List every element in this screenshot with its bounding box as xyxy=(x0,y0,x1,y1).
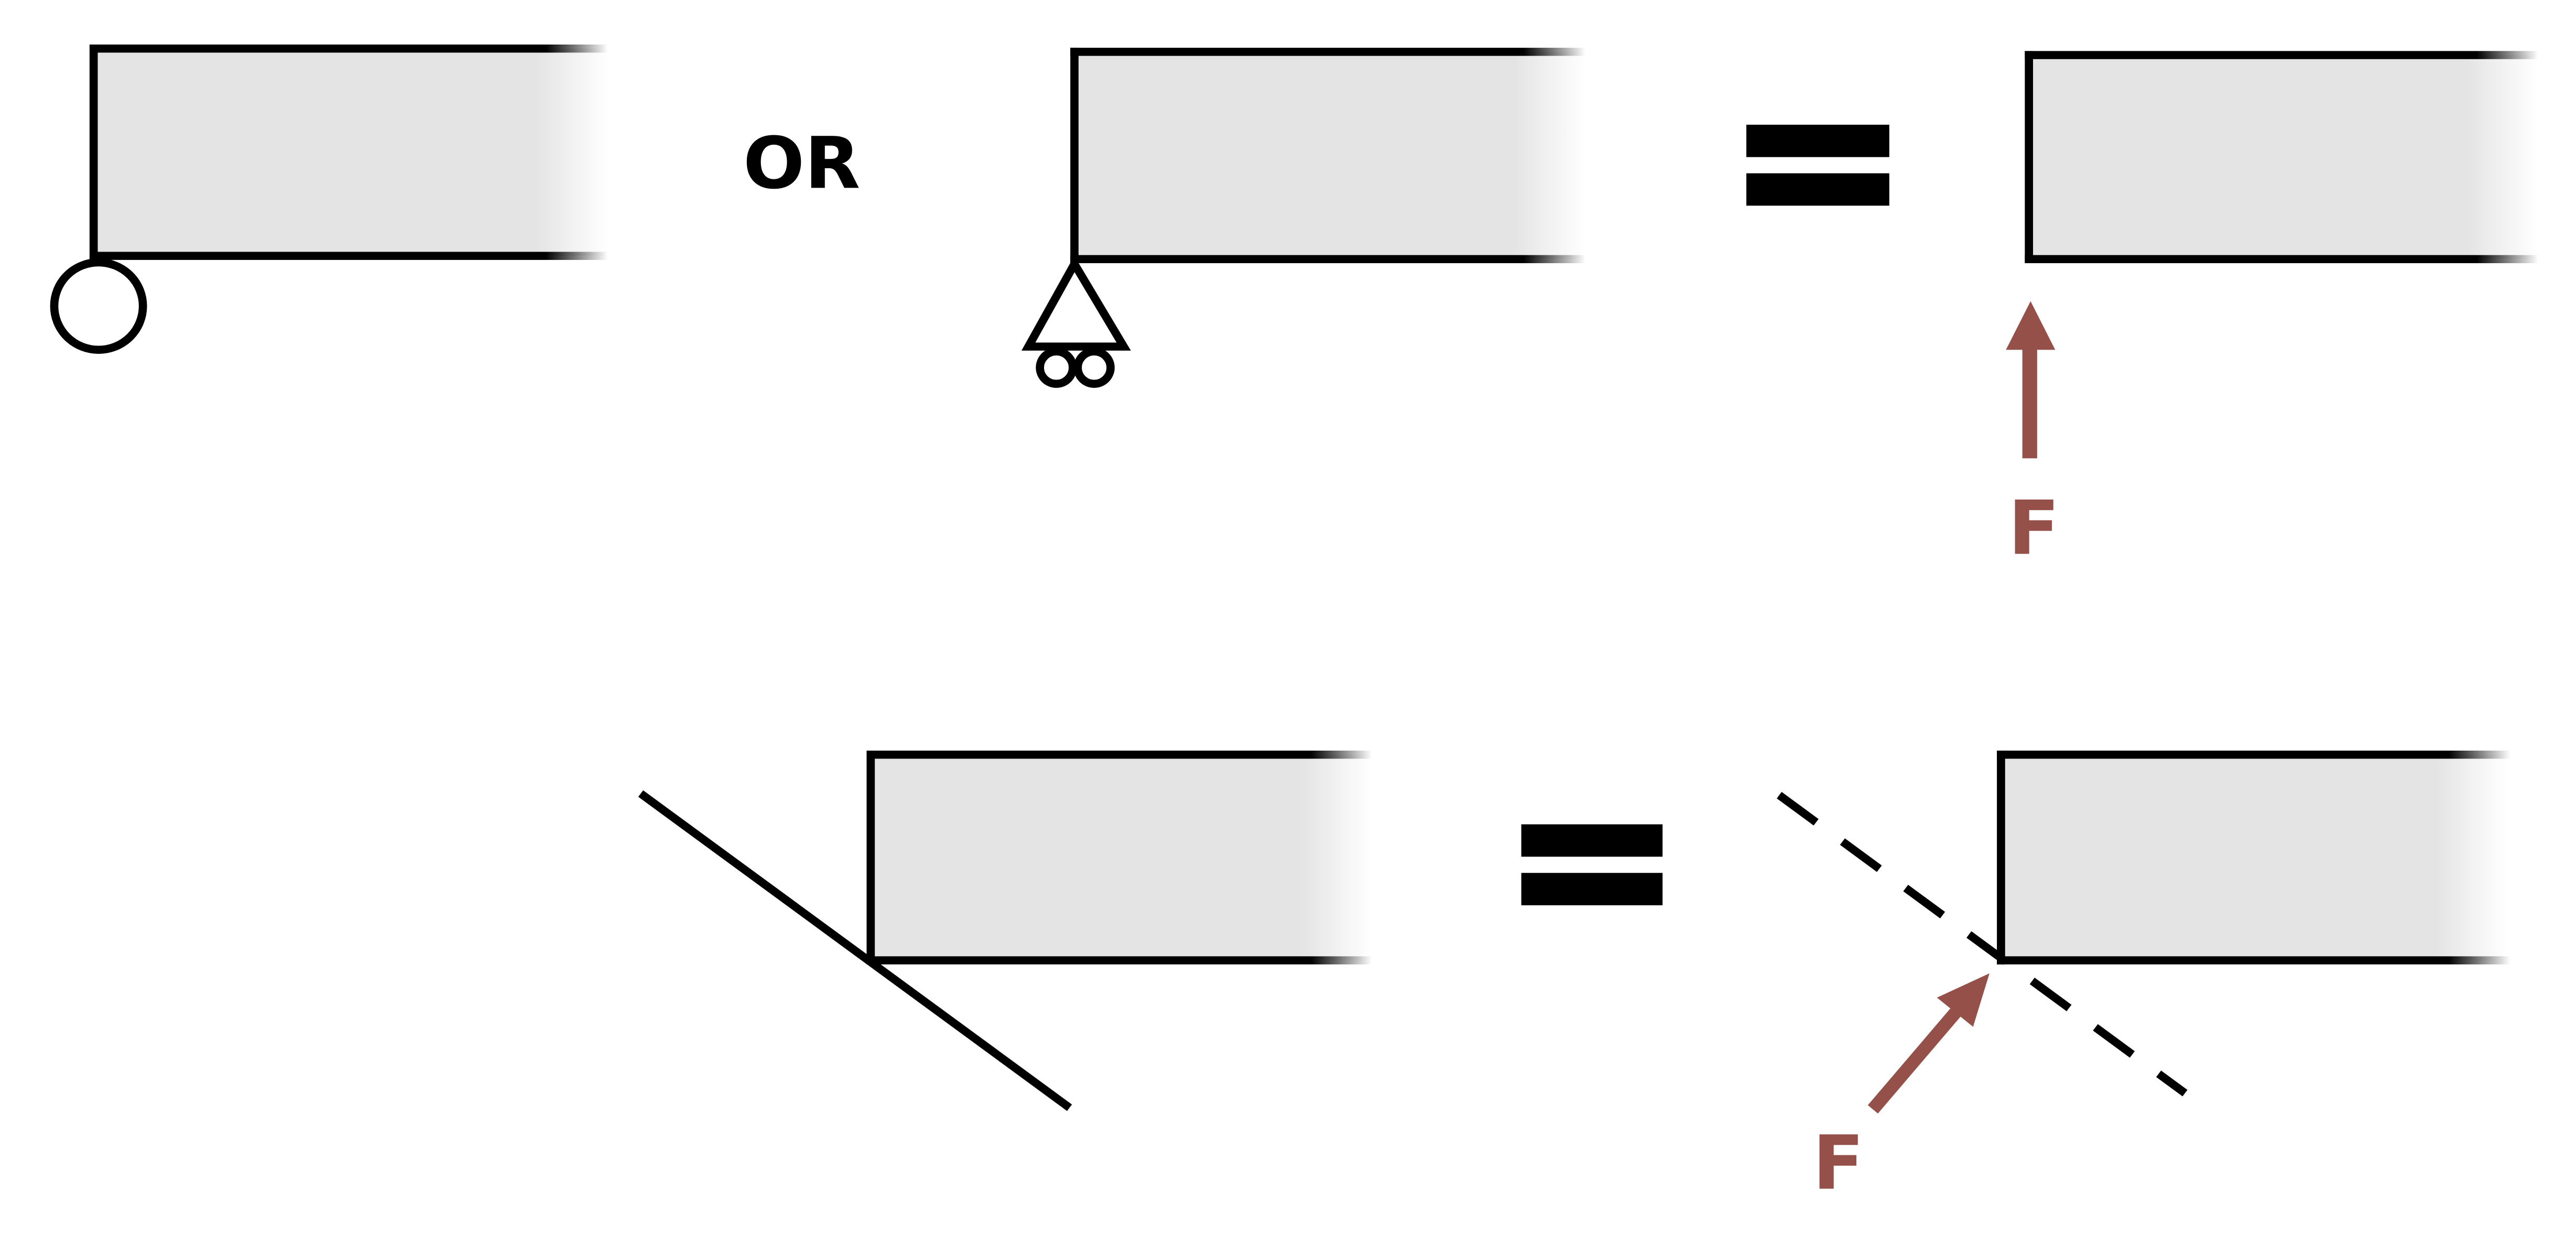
beam-body xyxy=(2029,55,2538,259)
force-arrow-shaft xyxy=(2022,346,2037,459)
equals-sign-top xyxy=(1746,124,1889,206)
beam-top-edge xyxy=(2025,51,2538,59)
triangle-support-icon xyxy=(1021,255,1131,351)
beam-body xyxy=(2001,754,2507,961)
beam-with-inclined-force xyxy=(1997,751,2510,964)
beam-bottom-edge xyxy=(1070,255,1585,264)
equals-bar-upper xyxy=(1746,124,1889,157)
roller-wheel-right-icon xyxy=(1073,347,1115,388)
inclined-surface xyxy=(638,790,1072,1111)
force-arrowhead-icon xyxy=(2006,301,2056,350)
beam-roller-circle xyxy=(50,44,608,354)
roller-circle-icon xyxy=(50,258,147,354)
beam-bottom-edge xyxy=(90,252,608,260)
equals-bar-upper xyxy=(1521,824,1663,857)
or-label: OR xyxy=(743,122,860,205)
equals-bar-lower xyxy=(1746,173,1889,206)
dashed-inclined-line xyxy=(1777,791,2188,1097)
force-label-inclined: F xyxy=(1812,1120,1864,1207)
beam-top-edge xyxy=(1070,48,1585,56)
equals-bar-lower xyxy=(1521,873,1663,906)
beam-bottom-edge xyxy=(866,956,1372,964)
force-arrowhead-icon xyxy=(1937,973,1990,1027)
beam-top-edge xyxy=(1997,751,2510,759)
beam-on-inclined-surface xyxy=(866,751,1372,964)
force-label-vertical: F xyxy=(2008,485,2059,572)
roller-wheel-left-icon xyxy=(1036,347,1077,388)
beam-body xyxy=(1074,51,1585,259)
equals-sign-bottom xyxy=(1521,824,1663,906)
beam-bottom-edge xyxy=(2025,255,2538,264)
beam-body xyxy=(93,48,608,256)
beam-bottom-edge xyxy=(1997,956,2510,964)
force-arrow-vertical xyxy=(2006,301,2056,459)
beam-top-edge xyxy=(90,44,608,53)
beam-roller-triangle xyxy=(1021,48,1585,388)
force-arrow-inclined xyxy=(1867,973,1990,1114)
beam-top-edge xyxy=(866,751,1372,759)
beam-body xyxy=(871,754,1372,961)
beam-with-vertical-force xyxy=(2025,51,2538,264)
force-arrow-shaft xyxy=(1867,1003,1965,1114)
